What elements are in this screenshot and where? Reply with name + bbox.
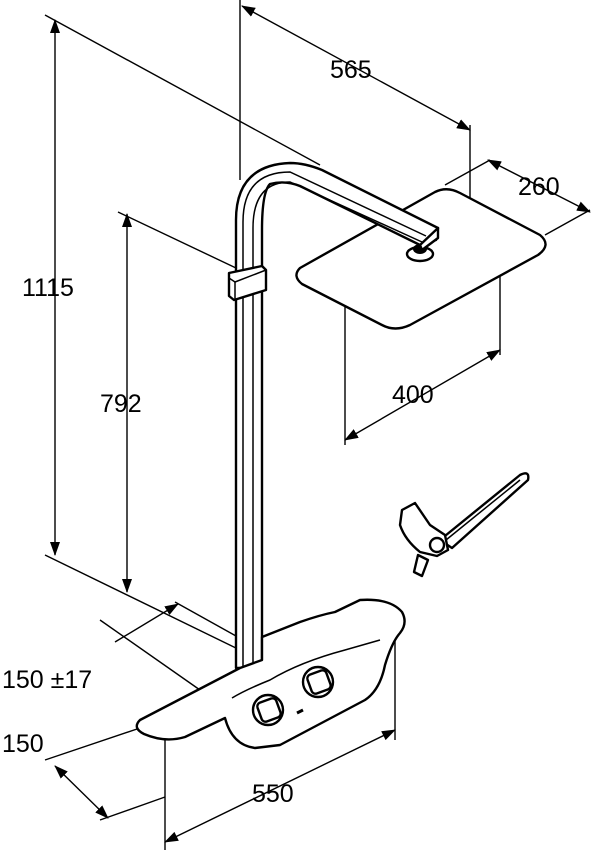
hand-shower — [398, 472, 530, 578]
shelf-edge — [231, 639, 381, 699]
slider-bracket — [227, 264, 268, 302]
dim-line-260 — [487, 159, 591, 213]
dim-label-792: 792 — [100, 390, 142, 418]
thermostat-shelf — [135, 598, 406, 750]
bracket-edge — [228, 277, 236, 283]
dim-label-260: 260 — [518, 173, 560, 201]
bracket-edge-2 — [234, 269, 267, 283]
arm-end — [418, 226, 440, 252]
thermostat-knob-left[interactable] — [251, 693, 285, 727]
dim-line-150 — [54, 765, 109, 819]
arm-inner-line — [242, 171, 427, 668]
dim-line-565 — [241, 5, 471, 131]
dim-label-1115: 1115 — [22, 274, 74, 302]
thermostat-knob-right[interactable] — [301, 665, 335, 699]
dim-label-550: 550 — [252, 780, 294, 808]
dim-line-400 — [344, 349, 501, 441]
arm-inner-line-2 — [252, 181, 423, 668]
dim-label-150: 150 — [2, 730, 44, 758]
shower-arm — [234, 161, 440, 670]
dim-line-550 — [164, 729, 396, 843]
dimension-lines — [50, 5, 591, 843]
dim-label-400: 400 — [392, 381, 434, 409]
dim-label-565: 565 — [330, 56, 372, 84]
indicator-mark — [296, 708, 304, 715]
dim-label-150-17: 150 ±17 — [2, 666, 92, 694]
dim-line-150-17 — [114, 603, 179, 643]
